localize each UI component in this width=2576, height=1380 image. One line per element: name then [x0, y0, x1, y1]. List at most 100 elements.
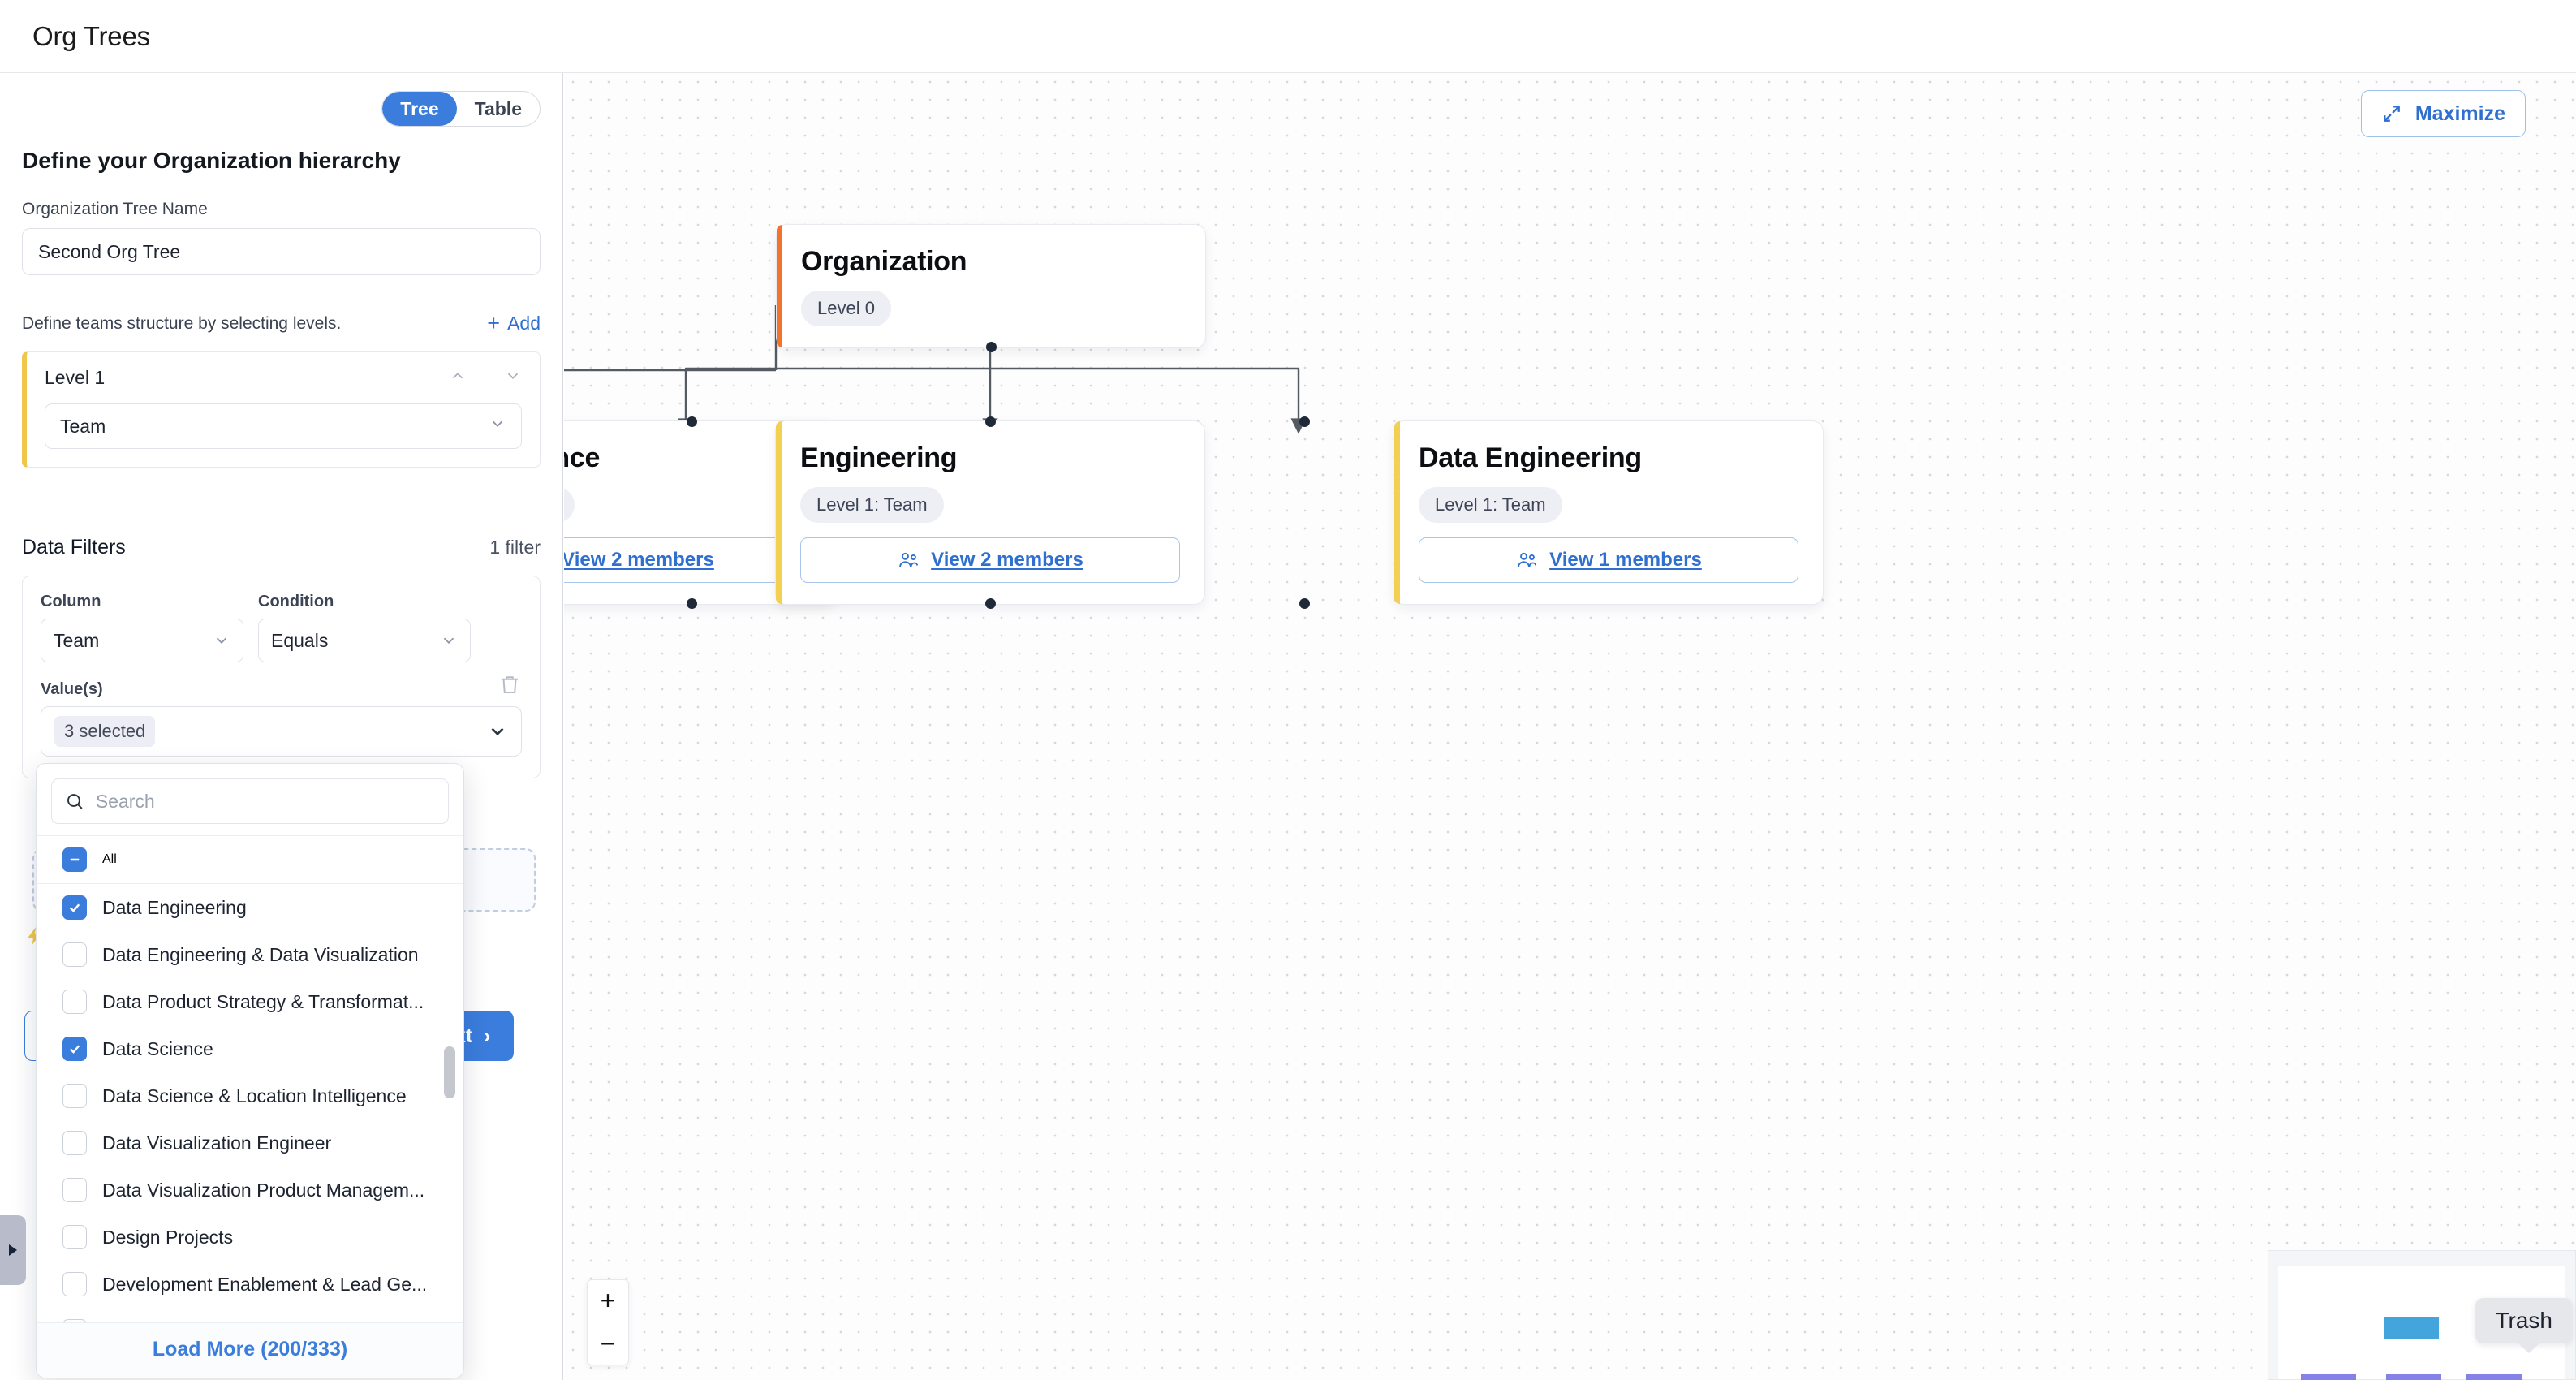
checkbox[interactable]	[62, 1037, 87, 1061]
list-item-label: Data Visualization Product Managem...	[102, 1179, 425, 1201]
checkbox[interactable]	[62, 895, 87, 920]
list-item[interactable]: Data Visualization Product Managem...	[37, 1167, 463, 1214]
tab-table[interactable]: Table	[474, 97, 522, 119]
tab-tree[interactable]: Tree	[382, 92, 457, 126]
org-chart-canvas[interactable]: Maximize Organization	[564, 73, 2576, 1380]
dropdown-options-list[interactable]: Data Engineering Data Engineering & Data…	[37, 884, 463, 1322]
view-members-label: View 1 members	[1549, 549, 1702, 571]
delete-filter-button[interactable]	[498, 672, 522, 701]
trash-tooltip: Trash	[2475, 1298, 2572, 1353]
checkbox[interactable]	[62, 1272, 87, 1296]
node-title: Data Engineering	[1419, 442, 1642, 473]
chevron-down-icon	[491, 727, 504, 736]
view-members-label: View 2 members	[564, 549, 714, 571]
minimap-node-root	[2384, 1317, 2439, 1339]
chevron-down-icon	[443, 637, 454, 645]
load-more-row[interactable]: Load More (200/333)	[37, 1322, 463, 1378]
values-multiselect[interactable]: 3 selected	[41, 706, 522, 757]
column-value: Team	[54, 629, 100, 651]
node-level-badge: Level 0	[801, 291, 891, 326]
list-item-label: Data Science & Location Intelligence	[102, 1085, 407, 1106]
level-1-select[interactable]: Team	[45, 403, 522, 449]
page-title: Org Trees	[32, 20, 150, 51]
list-item-label: Data Engineering	[102, 896, 247, 918]
checkbox-all[interactable]	[62, 847, 87, 872]
node-port-bottom	[687, 598, 697, 609]
top-header: Org Trees	[0, 0, 2576, 73]
sidebar-collapse-handle[interactable]	[0, 1215, 26, 1285]
list-item-label: Data Product Strategy & Transformat...	[102, 990, 424, 1012]
column-select[interactable]: Team	[41, 619, 243, 662]
node-title: Data Science	[564, 442, 601, 473]
load-more-button[interactable]: Load More (200/333)	[152, 1338, 348, 1361]
tree-name-label: Organization Tree Name	[22, 200, 208, 218]
list-item[interactable]: Data Science	[37, 1025, 463, 1072]
list-item[interactable]: Data Engineering	[37, 884, 463, 931]
members-icon	[899, 552, 919, 567]
condition-select[interactable]: Equals	[258, 619, 471, 662]
chevron-down-icon[interactable]	[504, 367, 522, 389]
node-title: Organization	[801, 246, 967, 277]
dropdown-scrollbar[interactable]	[444, 1046, 455, 1098]
search-input[interactable]	[95, 790, 435, 813]
chevron-down-icon	[489, 415, 506, 438]
checkbox[interactable]	[62, 1131, 87, 1155]
list-item[interactable]: Design Projects	[37, 1214, 463, 1261]
check-icon	[69, 1045, 80, 1054]
checkbox[interactable]	[62, 1225, 87, 1249]
zoom-out-button[interactable]: −	[600, 1328, 616, 1358]
minimap-node-child	[2386, 1374, 2441, 1380]
org-node-data-engineering[interactable]: Data Engineering Level 1: Team View 1 me…	[1299, 416, 1824, 609]
minimap[interactable]: Trash	[2268, 1250, 2576, 1380]
list-item-label: Data Science	[102, 1037, 213, 1059]
zoom-controls: + −	[587, 1279, 629, 1365]
chevron-up-icon[interactable]	[449, 367, 467, 389]
checkbox[interactable]	[62, 990, 87, 1014]
view-members-button[interactable]: View 1 members	[1419, 537, 1798, 583]
list-item-label: Data Visualization Engineer	[102, 1132, 332, 1154]
chevron-right-icon	[9, 1244, 17, 1256]
data-filters-title: Data Filters	[22, 536, 126, 558]
maximize-button[interactable]: Maximize	[2360, 90, 2526, 137]
list-item[interactable]: Data Science & Location Intelligence	[37, 1072, 463, 1119]
dropdown-search[interactable]	[51, 778, 449, 824]
checkbox[interactable]	[62, 1319, 87, 1322]
add-level-button[interactable]: + Add	[487, 313, 541, 334]
search-icon	[67, 794, 83, 809]
check-icon	[69, 903, 80, 912]
node-port-bottom	[986, 342, 997, 352]
list-item[interactable]: Development Enablement & Lead Ge...	[37, 1261, 463, 1308]
checkbox[interactable]	[62, 942, 87, 967]
view-members-button[interactable]: View 2 members	[800, 537, 1180, 583]
checkbox[interactable]	[62, 1084, 87, 1108]
filter-count: 1 filter	[489, 537, 541, 558]
bolt-icon	[24, 925, 45, 951]
org-node-root[interactable]: Organization Level 0	[776, 224, 1206, 352]
list-item[interactable]	[37, 1308, 463, 1322]
list-item[interactable]: Data Visualization Engineer	[37, 1119, 463, 1167]
trash-icon	[502, 676, 518, 693]
node-port-bottom	[1299, 598, 1310, 609]
list-item-label: Development Enablement & Lead Ge...	[102, 1273, 428, 1295]
minimap-node-child	[2301, 1374, 2356, 1380]
dropdown-item-all[interactable]: All	[37, 835, 463, 884]
add-level-label: Add	[507, 313, 541, 334]
minimap-node-child	[2466, 1374, 2522, 1380]
zoom-in-button[interactable]: +	[588, 1280, 628, 1322]
selected-summary-chip: 3 selected	[54, 716, 156, 747]
condition-value: Equals	[271, 629, 329, 651]
node-port-top	[1299, 416, 1310, 427]
list-item-label: Data Engineering & Data Visualization	[102, 943, 419, 965]
node-level-badge: Level 1: Team	[800, 487, 944, 523]
checkbox[interactable]	[62, 1178, 87, 1202]
view-members-button[interactable]: View 2 members	[564, 537, 811, 583]
list-item[interactable]: Data Engineering & Data Visualization	[37, 931, 463, 978]
members-icon	[1518, 552, 1537, 567]
values-label: Value(s)	[41, 680, 103, 698]
list-item[interactable]: Data Product Strategy & Transformat...	[37, 978, 463, 1025]
org-node-engineering[interactable]: Engineering Level 1: Team View 2 members	[775, 416, 1205, 609]
tree-name-input[interactable]: Second Org Tree	[22, 228, 541, 275]
node-level-badge: Level 1: Team	[564, 487, 575, 523]
list-item-label: Design Projects	[102, 1226, 234, 1248]
